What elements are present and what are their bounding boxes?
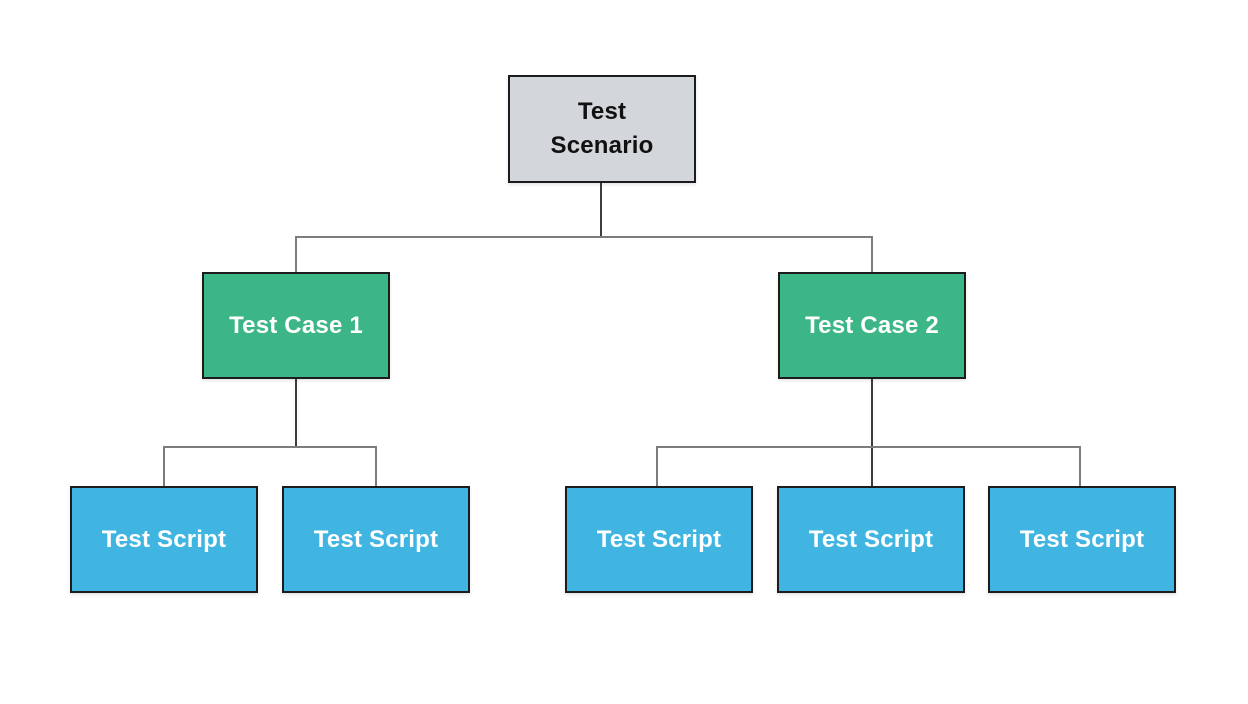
connector-case1-stem <box>295 379 297 447</box>
connector-drop-script-2 <box>375 447 377 486</box>
node-label: Test Case 1 <box>229 311 363 339</box>
node-label: Test Script <box>313 525 439 553</box>
node-label: Test Case 2 <box>805 311 939 339</box>
node-test-case-1: Test Case 1 <box>202 272 390 379</box>
connector-drop-case-1 <box>295 237 297 272</box>
connector-case2-stem-through <box>871 379 873 486</box>
connector-drop-script-5 <box>1079 447 1081 486</box>
node-test-script-3: Test Script <box>565 486 753 593</box>
connector-drop-case-2 <box>871 237 873 272</box>
connector-scenario-stem <box>600 183 602 237</box>
node-label: Test Script <box>101 525 227 553</box>
node-label: Test Scenario <box>550 98 654 159</box>
connector-level1-bar <box>295 236 873 238</box>
node-test-script-5: Test Script <box>988 486 1176 593</box>
connector-drop-script-3 <box>656 447 658 486</box>
node-test-script-4: Test Script <box>777 486 965 593</box>
node-test-case-2: Test Case 2 <box>778 272 966 379</box>
node-label: Test Script <box>1019 525 1145 553</box>
node-test-script-2: Test Script <box>282 486 470 593</box>
connector-case2-bar <box>656 446 1081 448</box>
node-label: Test Script <box>596 525 722 553</box>
connector-drop-script-1 <box>163 447 165 486</box>
node-label: Test Script <box>808 525 934 553</box>
connector-case1-bar <box>163 446 377 448</box>
node-test-scenario: Test Scenario <box>508 75 696 183</box>
node-test-script-1: Test Script <box>70 486 258 593</box>
